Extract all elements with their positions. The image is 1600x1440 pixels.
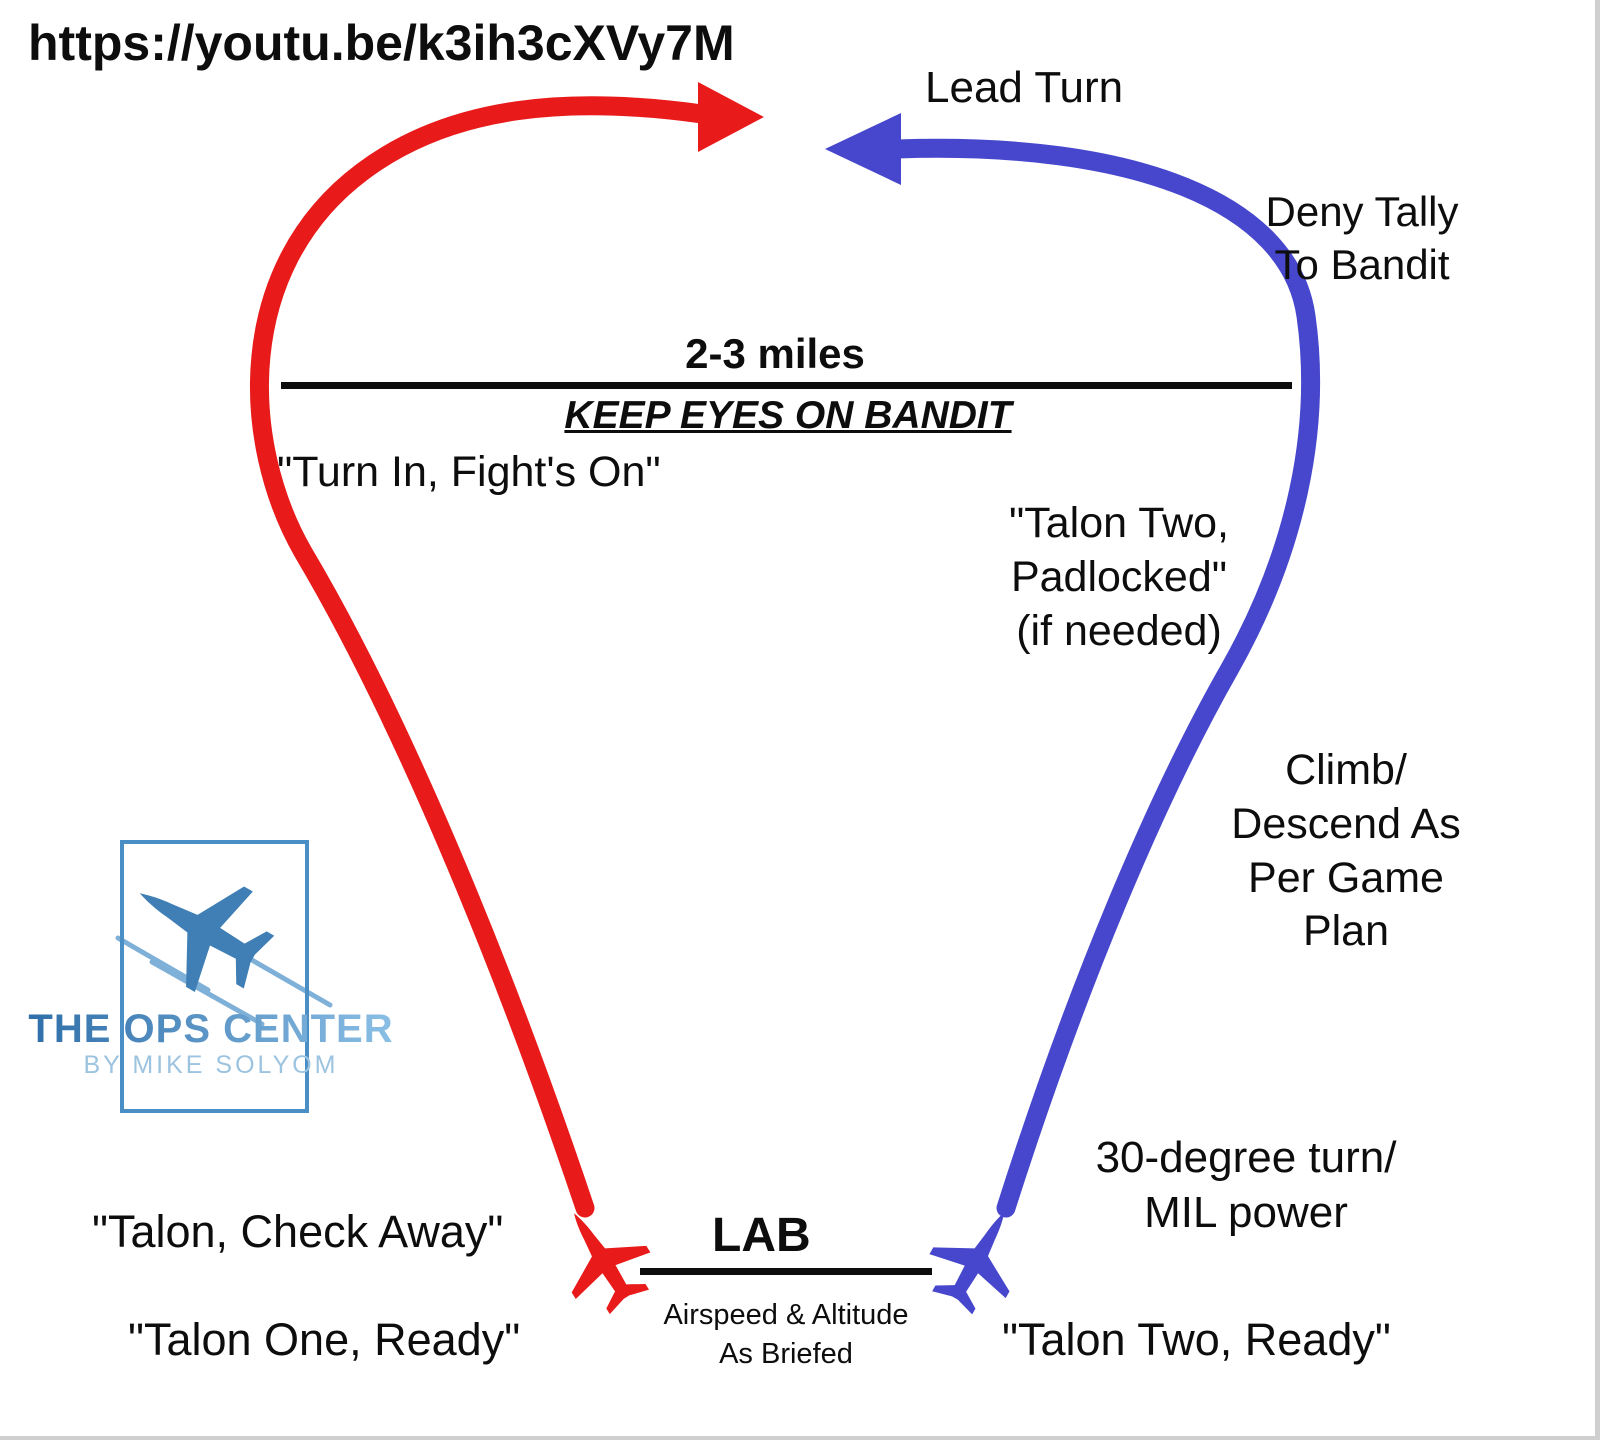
range-separation-line — [281, 382, 1292, 389]
red-arrowhead-icon — [698, 82, 764, 152]
blue-arrowhead-icon — [825, 113, 901, 185]
deny-tally-label: Deny Tally To Bandit — [1265, 188, 1459, 288]
logo-subtitle: BY MIKE SOLYOM — [83, 1051, 339, 1079]
logo-title: THE OPS CENTER — [22, 1004, 400, 1054]
thirty-degree-note: 30-degree turn/ MIL power — [1095, 1133, 1397, 1237]
lab-underline — [640, 1268, 932, 1275]
red-flight-path — [250, 96, 712, 1218]
blue-flight-path — [887, 138, 1321, 1218]
keep-eyes-label: KEEP EYES ON BANDIT — [564, 394, 1012, 437]
blue-jet-icon — [914, 1190, 1043, 1325]
check-away-callout: "Talon, Check Away" — [92, 1206, 504, 1257]
climb-descend-note: Climb/ Descend As Per Game Plan — [1231, 746, 1461, 956]
range-label: 2-3 miles — [685, 330, 865, 377]
lead-turn-label: Lead Turn — [925, 63, 1124, 112]
talon-one-ready-callout: "Talon One, Ready" — [128, 1314, 521, 1365]
video-url: https://youtu.be/k3ih3cXVy7M — [28, 15, 735, 71]
padlocked-callout: "Talon Two, Padlocked" (if needed) — [1008, 499, 1230, 655]
lab-label: LAB — [712, 1209, 811, 1262]
airspeed-altitude-note: Airspeed & Altitude As Briefed — [663, 1299, 909, 1371]
turn-in-callout: "Turn In, Fight's On" — [277, 448, 661, 496]
logo-frame — [120, 840, 309, 1113]
talon-two-ready-callout: "Talon Two, Ready" — [1002, 1314, 1391, 1365]
